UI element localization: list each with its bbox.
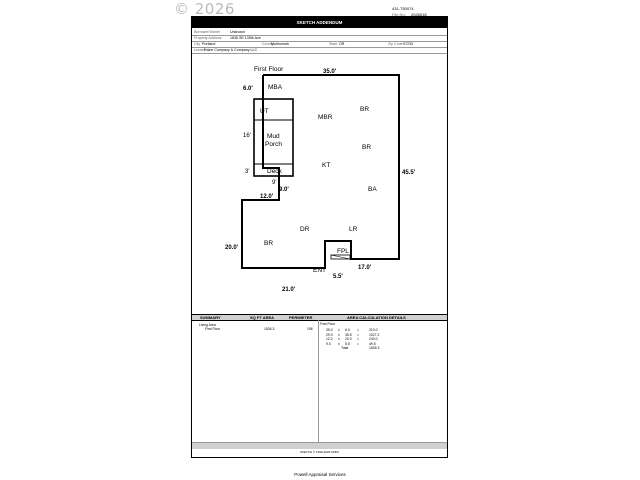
sqft-col-header: SQ FT AREA	[250, 315, 275, 320]
zip-value: 97233	[403, 41, 413, 46]
calc-total-value: 1526.3	[369, 346, 380, 350]
room-label: UT	[260, 108, 269, 115]
calc-cell: 29.0	[326, 332, 333, 337]
footer-company: Powell Appraisal Services	[294, 472, 346, 477]
sketch-addendum-sheet: SKETCH ADDENDUM Borrower/Owner Unknown P…	[191, 16, 448, 458]
dimension-label: 3'	[245, 169, 249, 175]
file-number: 2026018	[411, 12, 427, 17]
calc-cell: 240.0	[369, 337, 378, 341]
header-row-lender: Lender Raine Company & Company LLC	[192, 47, 447, 54]
calc-cell: 35.5	[345, 332, 352, 337]
header-row-address: Property Address 1636 SE 139th Ave	[192, 35, 447, 42]
address-value: 1636 SE 139th Ave	[230, 35, 261, 40]
calc-cell: 210.0	[369, 328, 378, 332]
file-no-label: File No:	[392, 12, 406, 17]
room-label: LR	[349, 226, 358, 233]
summary-footer-bar	[192, 442, 447, 449]
dimension-label: 35.0'	[323, 69, 337, 75]
dimension-label: 16'	[243, 133, 251, 139]
calc-cell: 20.0	[345, 337, 352, 341]
first-floor-perimeter: 196	[307, 327, 313, 331]
dimension-label: 45.5'	[402, 170, 416, 176]
floor-label: First Floor	[254, 66, 284, 73]
room-label: Porch	[265, 141, 282, 148]
calc-cell: x	[338, 337, 340, 341]
city-label: City	[194, 41, 201, 46]
calc-cell: 9.0	[326, 341, 331, 346]
calc-cell: =	[357, 332, 359, 337]
area-summary-section: SUMMARY SQ FT AREA PERIMETER AREA CALCUL…	[192, 314, 447, 442]
page-title: SKETCH ADDENDUM	[192, 17, 447, 28]
calc-cell: =	[357, 337, 359, 341]
room-label: Mud	[267, 133, 280, 140]
calc-floor-label: First Floor	[320, 322, 336, 326]
room-label: BR	[360, 106, 369, 113]
dimension-label: 9'	[272, 180, 276, 186]
header-row-city: City Portland County Multnomah State OR …	[192, 41, 447, 48]
calc-cell: 12.0	[326, 337, 333, 341]
first-floor-label: First Floor	[205, 327, 221, 331]
county-value: Multnomah	[271, 41, 289, 46]
room-label: FPL	[337, 248, 349, 255]
floor-plan-sketch: First Floor MBA UT MBR BR Mud Porch BR K…	[225, 66, 416, 293]
dimension-label: 12.0'	[260, 194, 274, 200]
dimension-label: 5.5'	[333, 274, 343, 280]
dimension-label: 21.0'	[282, 287, 296, 293]
ref-number: 431-T50074	[392, 6, 414, 11]
calc-cell: x	[338, 341, 340, 346]
living-area-label: Living Area	[199, 323, 216, 327]
copyright-watermark: © 2026	[174, 0, 235, 18]
calc-cell: 5.5	[345, 341, 350, 346]
software-footnote: SKETCH © 1996-2026 APEX	[299, 450, 340, 454]
fireplace-hatch	[330, 254, 351, 260]
room-label: ENT	[313, 267, 326, 274]
room-label: BR	[362, 144, 371, 151]
summary-col-header: SUMMARY	[200, 315, 221, 320]
calc-col-header: AREA CALCULATION DETAILS	[347, 315, 406, 320]
lender-label: Lender	[194, 47, 206, 52]
dimension-label: 9.0'	[279, 187, 289, 193]
county-label: County	[262, 41, 274, 46]
room-label: MBA	[268, 84, 283, 91]
room-label: MBR	[318, 114, 333, 121]
calc-cell: x	[338, 332, 340, 337]
dimension-label: 6.0'	[243, 86, 253, 92]
zip-label: Zip Code	[388, 41, 403, 46]
room-label: DR	[300, 226, 310, 233]
room-label: BA	[368, 186, 377, 193]
header-row-borrower: Borrower/Owner Unknown	[192, 29, 447, 36]
calc-cell: x	[338, 328, 340, 332]
calc-cell: =	[357, 341, 359, 346]
mud-porch-outline	[253, 98, 294, 177]
calc-cell: =	[357, 328, 359, 332]
first-floor-area: 1526.3	[264, 327, 275, 331]
calc-total-label: Total	[341, 346, 349, 350]
perimeter-col-header: PERIMETER	[289, 315, 313, 320]
room-label: Deck	[267, 168, 283, 175]
room-label: BR	[264, 240, 273, 247]
lender-value: Raine Company & Company LLC	[204, 47, 258, 52]
calc-cell: 35.0	[326, 328, 333, 332]
address-label: Property Address	[194, 35, 222, 40]
calc-cell: 1027.2	[369, 332, 380, 337]
city-value: Portland	[202, 41, 216, 46]
floor-plan-outline	[241, 74, 400, 269]
state-value: OR	[339, 41, 345, 46]
calc-cell: 49.5	[369, 341, 376, 346]
dimension-label: 17.0'	[358, 265, 372, 271]
calc-cell: 6.0	[345, 328, 350, 332]
dimension-label: 20.0'	[225, 245, 239, 251]
summary-header: SUMMARY SQ FT AREA PERIMETER AREA CALCUL…	[192, 314, 447, 321]
fireplace-symbol	[330, 254, 351, 260]
room-label: KT	[322, 162, 330, 169]
borrower-label: Borrower/Owner	[194, 29, 221, 34]
column-divider	[318, 320, 319, 442]
borrower-value: Unknown	[230, 29, 245, 34]
state-label: State	[329, 41, 338, 46]
